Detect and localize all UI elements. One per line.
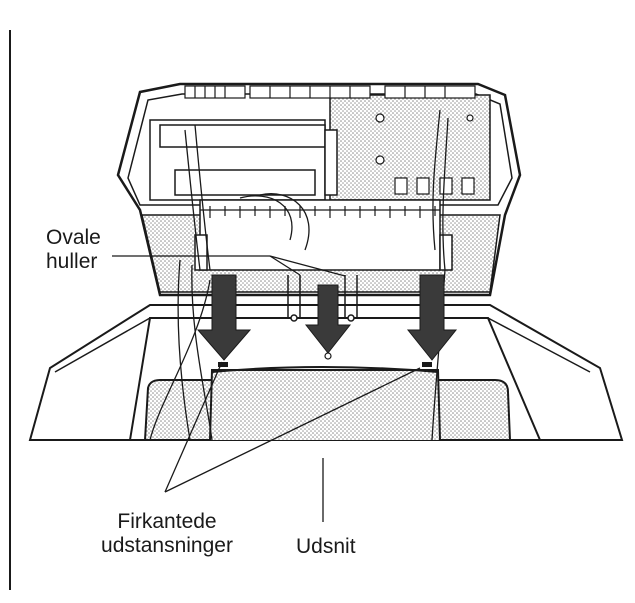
- chip-blocks: [375, 113, 475, 195]
- down-arrow-icon: [196, 274, 252, 361]
- lid-interior: [141, 94, 501, 293]
- square-punches-label-line1: Firkantede: [117, 510, 217, 533]
- connector-strip: [184, 85, 476, 99]
- oval-holes-label-line2: huller: [46, 250, 98, 273]
- square-punches-label: Firkantede udstansninger: [72, 510, 262, 558]
- oval-holes-label: Ovale huller: [46, 226, 136, 274]
- leader-lines: [112, 255, 421, 522]
- square-punches: [218, 352, 432, 367]
- cutout-opening: [143, 366, 512, 441]
- down-arrow-icon: [406, 274, 458, 361]
- cutout-label: Udsnit: [296, 535, 356, 558]
- oval-holes-label-line1: Ovale: [46, 226, 101, 249]
- square-punches-label-line2: udstansninger: [101, 534, 233, 557]
- down-arrow-icon: [304, 284, 352, 354]
